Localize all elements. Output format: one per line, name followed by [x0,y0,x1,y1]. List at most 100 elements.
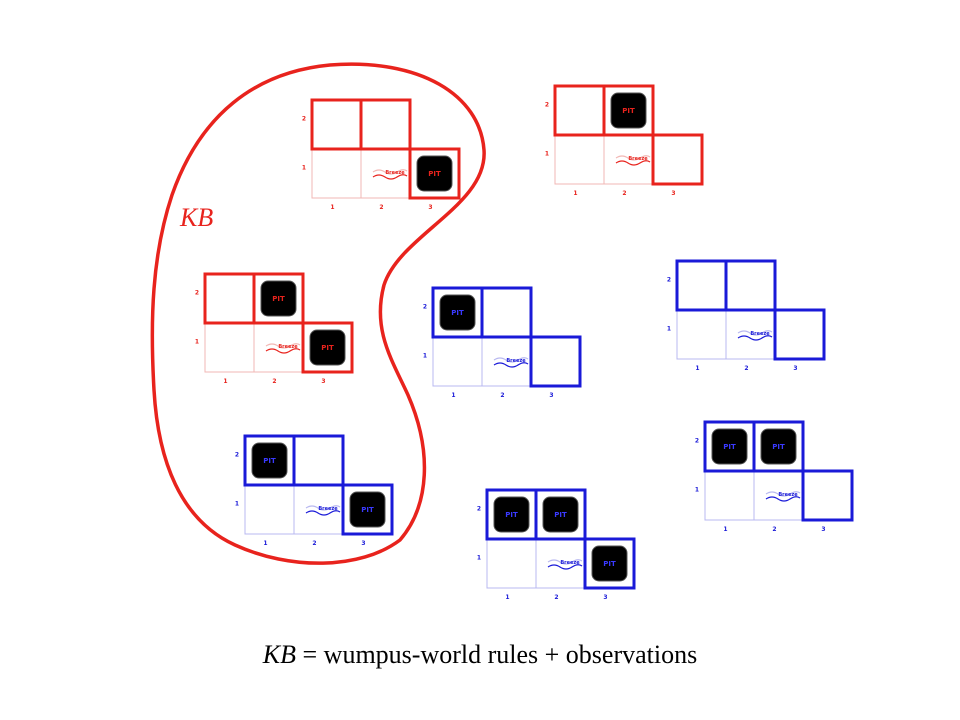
cell-1-2 [310,98,363,151]
col-label: 2 [272,378,276,385]
col-label: 2 [554,594,558,601]
pit-icon [760,428,797,465]
pit-3-1: PIT [416,155,453,192]
col-label: 2 [744,365,748,372]
pit-label: PIT [603,560,616,568]
row-label: 1 [302,165,306,172]
cell-2-2 [292,434,345,487]
col-label: 1 [223,378,227,385]
pit-label: PIT [428,170,441,178]
cell-3-1 [651,133,704,186]
breeze-wave [547,564,583,570]
breeze-label: Breeze [385,170,405,176]
col-label: 2 [772,526,776,533]
pit-icon [416,155,453,192]
col-label: 3 [428,204,432,211]
pit-icon [251,442,288,479]
cell-1-1 [676,309,727,360]
pit-2-2: PIT [760,428,797,465]
row-label: 1 [423,353,427,360]
pit-1-2: PIT [711,428,748,465]
row-label: 1 [667,326,671,333]
cell-2-2 [480,286,533,339]
breeze-wave [372,169,408,175]
breeze-wave [493,362,529,368]
pit-label: PIT [772,443,785,451]
cell-1-1 [486,538,537,589]
breeze-label: Breeze [318,506,338,512]
caption-kb: KB [262,640,296,669]
pit-icon [610,92,647,129]
cell-2-2 [534,488,587,541]
breeze-label: Breeze [778,492,798,498]
col-label: 1 [451,392,455,399]
row-label: 1 [235,501,239,508]
col-label: 1 [330,204,334,211]
model-6: Breeze PIT PIT 1 2 3 1 2 [235,434,394,547]
row-label: 1 [545,151,549,158]
cell-3-1 [583,537,636,590]
col-label: 3 [321,378,325,385]
cell-3-1 [301,321,354,374]
pit-label: PIT [272,295,285,303]
pit-2-2: PIT [260,280,297,317]
cell-3-1 [801,469,854,522]
col-label: 2 [312,540,316,547]
col-label: 2 [622,190,626,197]
pit-label: PIT [361,506,374,514]
kb-boundary [150,62,486,565]
breeze-wave [372,174,408,180]
cell-1-1 [554,134,605,185]
pit-2-2: PIT [610,92,647,129]
row-label: 2 [545,102,549,109]
cell-1-2 [203,272,256,325]
col-label: 3 [671,190,675,197]
cell-1-2 [675,259,728,312]
pit-1-2: PIT [251,442,288,479]
col-label: 1 [505,594,509,601]
breeze-label: Breeze [560,560,580,566]
pit-icon [542,496,579,533]
pit-1-2: PIT [493,496,530,533]
pit-label: PIT [263,457,276,465]
col-label: 3 [793,365,797,372]
col-label: 3 [361,540,365,547]
breeze-wave [265,343,301,349]
cell-1-1 [311,148,362,199]
pit-label: PIT [505,511,518,519]
breeze-wave [305,505,341,511]
breeze-label: Breeze [628,156,648,162]
pit-label: PIT [622,107,635,115]
pit-1-2: PIT [439,294,476,331]
col-label: 2 [500,392,504,399]
pit-3-1: PIT [349,491,386,528]
cell-1-1 [432,336,483,387]
kb-label: KB [179,203,213,232]
row-label: 2 [423,304,427,311]
row-label: 2 [195,290,199,297]
col-label: 3 [821,526,825,533]
row-label: 1 [195,339,199,346]
cell-1-1 [244,484,295,535]
pit-icon [260,280,297,317]
breeze-wave [493,357,529,363]
col-label: 1 [263,540,267,547]
pit-label: PIT [321,344,334,352]
breeze-label: Breeze [750,331,770,337]
cell-3-1 [341,483,394,536]
pit-label: PIT [451,309,464,317]
cell-1-2 [553,84,606,137]
breeze-wave [765,496,801,502]
breeze-wave [305,510,341,516]
row-label: 2 [235,452,239,459]
breeze-wave [265,348,301,354]
row-label: 2 [302,116,306,123]
pit-icon [711,428,748,465]
breeze-wave [615,155,651,161]
